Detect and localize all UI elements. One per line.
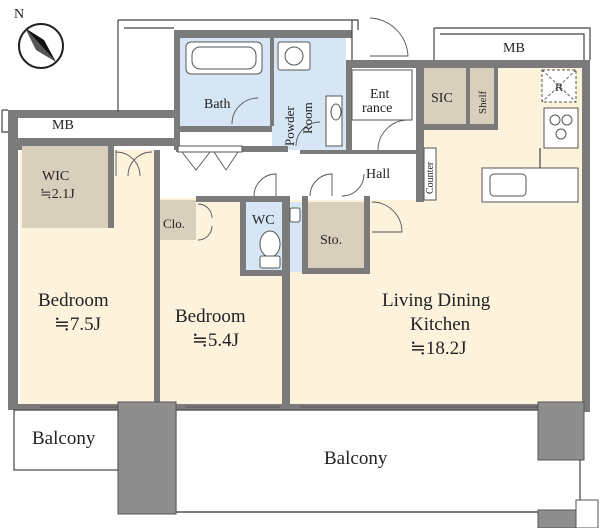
compass: N (14, 7, 64, 69)
bathtub-inner (191, 46, 257, 70)
sto-floor (308, 202, 364, 268)
cooktop (543, 107, 579, 149)
counter-label: Counter (425, 161, 436, 194)
compass-needle-shade (25, 28, 56, 62)
balcony-post (537, 509, 581, 528)
ldk-label-1: Living Dining (382, 290, 491, 311)
powder-room-label-2: Room (300, 102, 315, 134)
vanity (325, 95, 343, 147)
hall-counter (423, 147, 437, 201)
basin (330, 103, 342, 121)
upper-outline (117, 19, 359, 112)
door-swings (231, 17, 409, 233)
balcony-partition-right (537, 401, 585, 461)
balcony-small-label: Balcony (32, 428, 96, 449)
sic-label: SIC (431, 91, 453, 106)
hall-label: Hall (366, 167, 390, 182)
bedroom-2-size-label: ≒5.4J (192, 330, 239, 351)
sic-floor (424, 68, 466, 124)
bedroom-2-name-label: Bedroom (175, 306, 246, 327)
closet-doors (115, 145, 243, 241)
clo-floor (160, 200, 196, 240)
ldk-label-2: Kitchen (410, 314, 471, 335)
compass-letter: N (14, 7, 24, 22)
sto-label: Sto. (320, 233, 342, 248)
entrance-label-2: rance (362, 101, 392, 116)
wc-sink (289, 207, 301, 223)
burner-2 (561, 114, 573, 126)
bedroom-1-size-label: ≒7.5J (54, 314, 101, 335)
wic-name-label: WIC (42, 169, 69, 184)
burner-1 (549, 114, 561, 126)
mb-left-outline (1, 109, 8, 133)
mb-left-label: MB (52, 118, 74, 133)
fridge-label: R (555, 80, 563, 94)
fridge-cross-a (541, 69, 577, 103)
fridge-cross-b (541, 69, 577, 103)
balcony-main-label: Balcony (324, 448, 388, 469)
walls (8, 30, 590, 412)
shelf-label: Shelf (477, 90, 489, 114)
wic-floor (22, 146, 108, 228)
entrance-label-1: Ent (370, 87, 390, 102)
balcony-partition-left (117, 401, 177, 515)
entrance-step (351, 69, 413, 121)
washing-drum (284, 46, 304, 66)
shelf-floor (470, 68, 494, 124)
wic-size-label: ≒2.1J (40, 187, 75, 202)
powder-room-label-1: Powder (282, 106, 297, 146)
toilet-bowl (259, 230, 281, 258)
mb-top-outline (433, 27, 591, 60)
toilet-tank (259, 255, 281, 269)
compass-circle (18, 23, 64, 69)
mb-top-label: MB (503, 41, 525, 56)
bedroom-1-name-label: Bedroom (38, 290, 109, 311)
burner-3 (555, 128, 567, 140)
balcony-end (575, 499, 599, 528)
bath-label: Bath (204, 97, 230, 112)
kitchen-sink (489, 173, 527, 197)
wc-label: WC (252, 213, 275, 228)
ldk-size-label: ≒18.2J (410, 338, 467, 359)
clo-label: Clo. (163, 216, 185, 231)
